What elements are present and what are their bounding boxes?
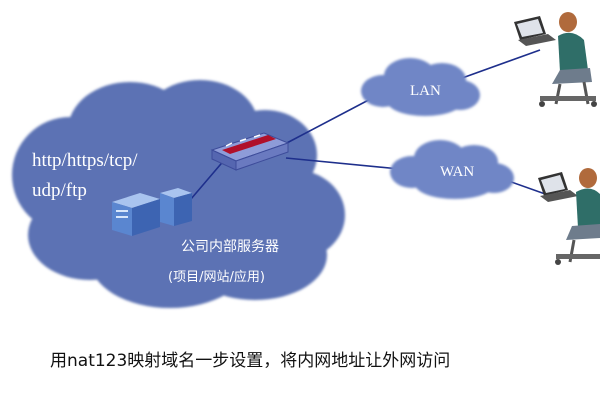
lan-label: LAN <box>410 83 441 99</box>
person-at-computer-icon <box>514 12 597 107</box>
server-icon <box>112 188 192 236</box>
protocols-line-2: udp/ftp <box>32 180 87 201</box>
person-at-computer-icon <box>538 168 600 265</box>
wan-cloud <box>390 140 514 199</box>
protocols-line-1: http/https/tcp/ <box>32 150 138 171</box>
lan-cloud <box>361 58 480 116</box>
caption: 用nat123映射域名一步设置，将内网地址让外网访问 <box>50 351 451 371</box>
router-icon <box>210 132 290 171</box>
protocols-label: http/https/tcp/ udp/ftp <box>32 146 202 206</box>
wan-label: WAN <box>440 164 475 180</box>
server-label: 公司内部服务器 <box>181 239 279 255</box>
server-sublabel: (项目/网站/应用) <box>168 270 265 285</box>
